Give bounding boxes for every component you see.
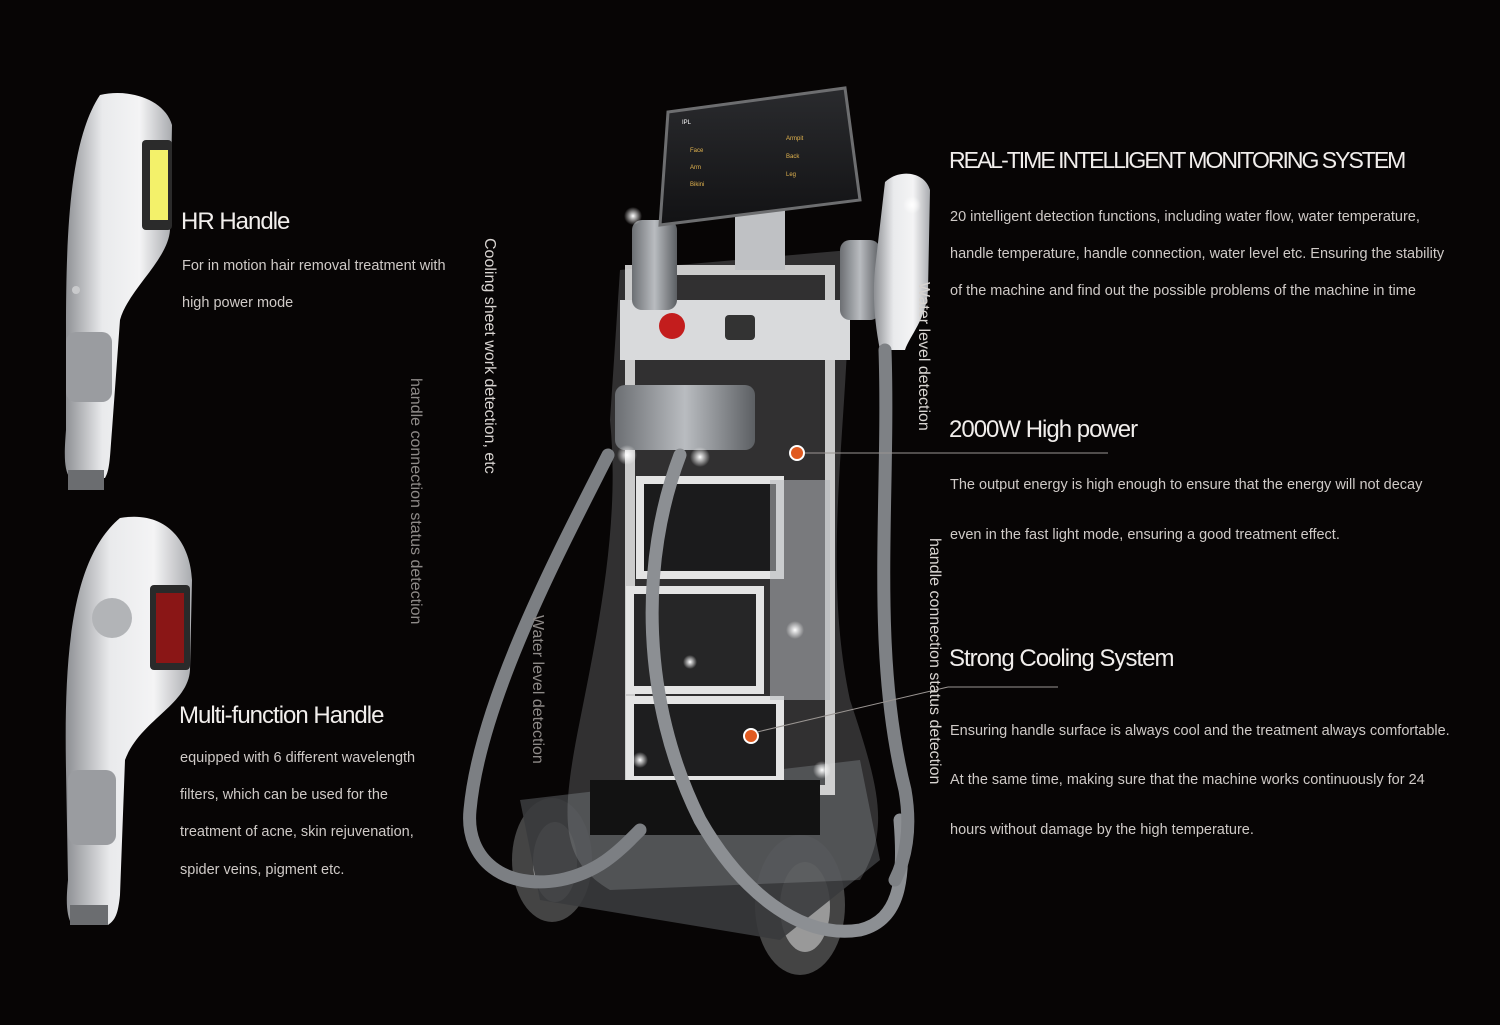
monitoring-desc-3: of the machine and find out the possible… [950, 283, 1416, 299]
callout-power [789, 445, 1108, 461]
handle-cables [463, 343, 915, 938]
cooling-desc-3: hours without damage by the high tempera… [950, 822, 1254, 838]
water-level-left-label: Water level detection [529, 615, 546, 764]
monitoring-desc-2: handle temperature, handle connection, w… [950, 246, 1445, 262]
cooling-sheet-detection-label: Cooling sheet work detection, etc [481, 238, 498, 474]
multi-handle-desc-1: equipped with 6 different wavelength [180, 750, 416, 766]
multi-handle-desc-4: spider veins, pigment etc. [180, 862, 345, 878]
power-desc-1: The output energy is high enough to ensu… [950, 477, 1423, 493]
cooling-desc-2: At the same time, making sure that the m… [950, 772, 1425, 788]
hr-handle-image [64, 93, 172, 490]
cooling-title: Strong Cooling System [949, 645, 1174, 672]
cooling-desc-1: Ensuring handle surface is always cool a… [950, 723, 1450, 739]
handle-connection-right-label: handle connection status detection [926, 538, 943, 785]
monitoring-title: REAL-TIME INTELLIGENT MONITORING SYSTEM [949, 147, 1406, 173]
multi-function-handle-image [65, 516, 192, 925]
callout-cooling [743, 686, 1058, 744]
screen-button-armpit[interactable]: Armpit [786, 136, 804, 142]
hr-handle-desc-1: For in motion hair removal treatment wit… [182, 258, 446, 274]
screen-button-leg[interactable]: Leg [786, 172, 797, 178]
power-title: 2000W High power [949, 416, 1138, 443]
screen-right-buttons: Armpit Back Leg [786, 130, 803, 184]
power-desc-2: even in the fast light mode, ensuring a … [950, 527, 1340, 543]
hr-handle-title: HR Handle [181, 208, 290, 235]
screen-button-back[interactable]: Back [786, 154, 800, 160]
highlight-sparkles [617, 196, 921, 779]
hr-handle-desc-2: high power mode [182, 295, 294, 311]
water-level-right-label: Water level detection [915, 282, 932, 431]
multi-handle-title: Multi-function Handle [179, 702, 384, 729]
multi-handle-desc-3: treatment of acne, skin rejuvenation, [180, 824, 414, 840]
screen-button-face[interactable]: Face [690, 148, 704, 154]
screen-button-arm[interactable]: Arm [690, 165, 701, 171]
multi-handle-desc-2: filters, which can be used for the [180, 787, 388, 803]
monitoring-desc-1: 20 intelligent detection functions, incl… [950, 209, 1420, 225]
screen-left-buttons: Face Arm Bikini [690, 143, 704, 194]
screen-button-bikini[interactable]: Bikini [690, 182, 705, 188]
screen-mode-label: IPL [682, 120, 692, 126]
handle-connection-left-label: handle connection status detection [407, 378, 424, 625]
